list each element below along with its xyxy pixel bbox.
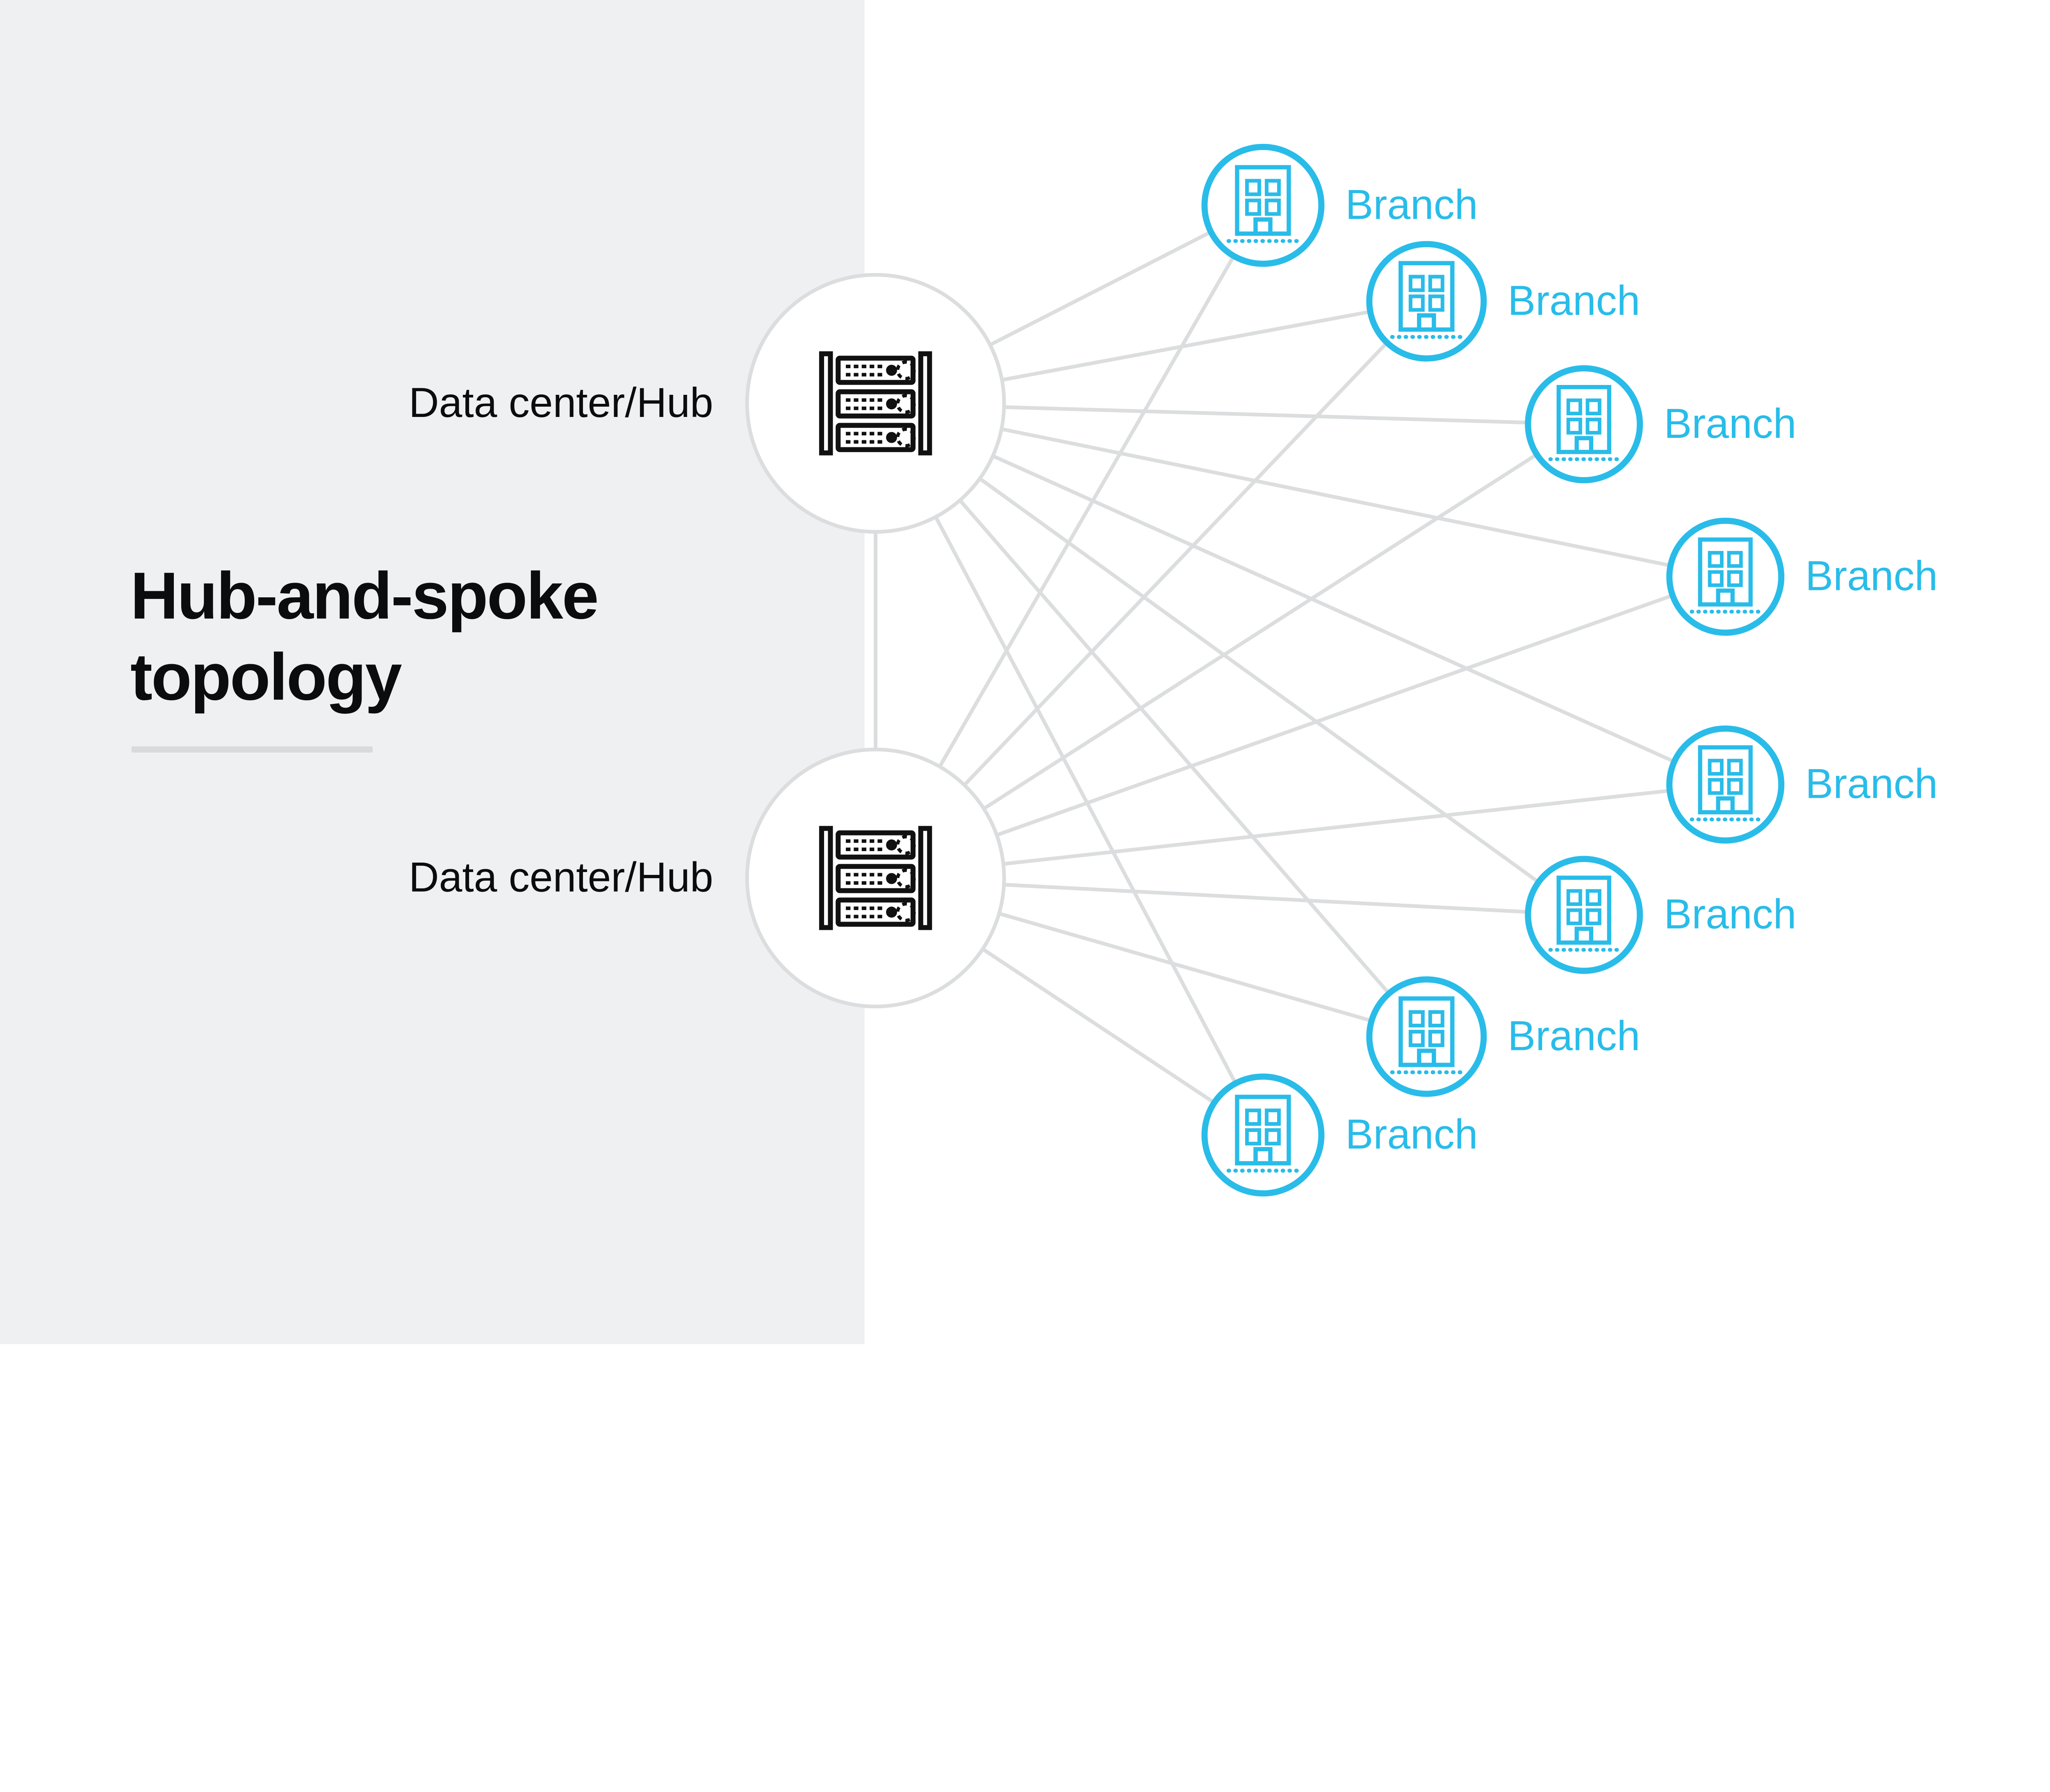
- branch-circle: [1366, 976, 1487, 1097]
- building-icon: [1226, 1095, 1300, 1173]
- building-icon: [1690, 745, 1761, 822]
- connection-line: [875, 783, 1726, 880]
- hub-label: Data center/Hub: [409, 380, 713, 427]
- branch-label: Branch: [1805, 761, 1938, 808]
- branch-circle: [1666, 517, 1785, 636]
- branch-circle: [1525, 856, 1643, 974]
- connection-line: [875, 401, 1726, 786]
- branch-circle: [1201, 143, 1325, 267]
- hub-label: Data center/Hub: [409, 854, 713, 902]
- branch-circle: [1666, 725, 1785, 844]
- branch-circle: [1525, 365, 1643, 483]
- title-line-1: Hub-and-spoke: [130, 559, 599, 633]
- branch-label: Branch: [1805, 553, 1938, 600]
- branch-circle: [1366, 241, 1487, 362]
- connection-line: [875, 575, 1726, 880]
- branch-label: Branch: [1664, 401, 1797, 448]
- connection-line: [874, 300, 1428, 879]
- title-line-2: topology: [130, 640, 402, 715]
- server-rack-icon: [819, 826, 932, 930]
- connection-line: [875, 423, 1585, 880]
- building-icon: [1390, 996, 1463, 1075]
- branch-label: Branch: [1508, 1013, 1640, 1060]
- building-icon: [1548, 385, 1620, 461]
- branch-label: Branch: [1508, 278, 1640, 325]
- connection-line: [874, 402, 1585, 917]
- branch-label: Branch: [1664, 891, 1797, 938]
- page-title: Hub-and-spoke topology: [130, 556, 599, 718]
- building-icon: [1390, 261, 1463, 339]
- left-panel: [0, 0, 865, 1344]
- hub-and-spoke-diagram: Hub-and-spoke topology: [0, 0, 1938, 1344]
- hub-circle: [745, 273, 1006, 534]
- building-icon: [1226, 165, 1300, 243]
- branch-circle: [1201, 1073, 1325, 1197]
- connection-line: [874, 402, 1265, 1136]
- branch-label: Branch: [1345, 182, 1478, 229]
- server-rack-icon: [819, 351, 932, 455]
- hub-circle: [745, 747, 1006, 1009]
- connection-line: [875, 401, 1726, 579]
- branch-label: Branch: [1345, 1111, 1478, 1159]
- building-icon: [1548, 875, 1620, 952]
- connection-line: [874, 402, 1428, 1038]
- title-divider: [131, 746, 373, 753]
- building-icon: [1690, 537, 1761, 614]
